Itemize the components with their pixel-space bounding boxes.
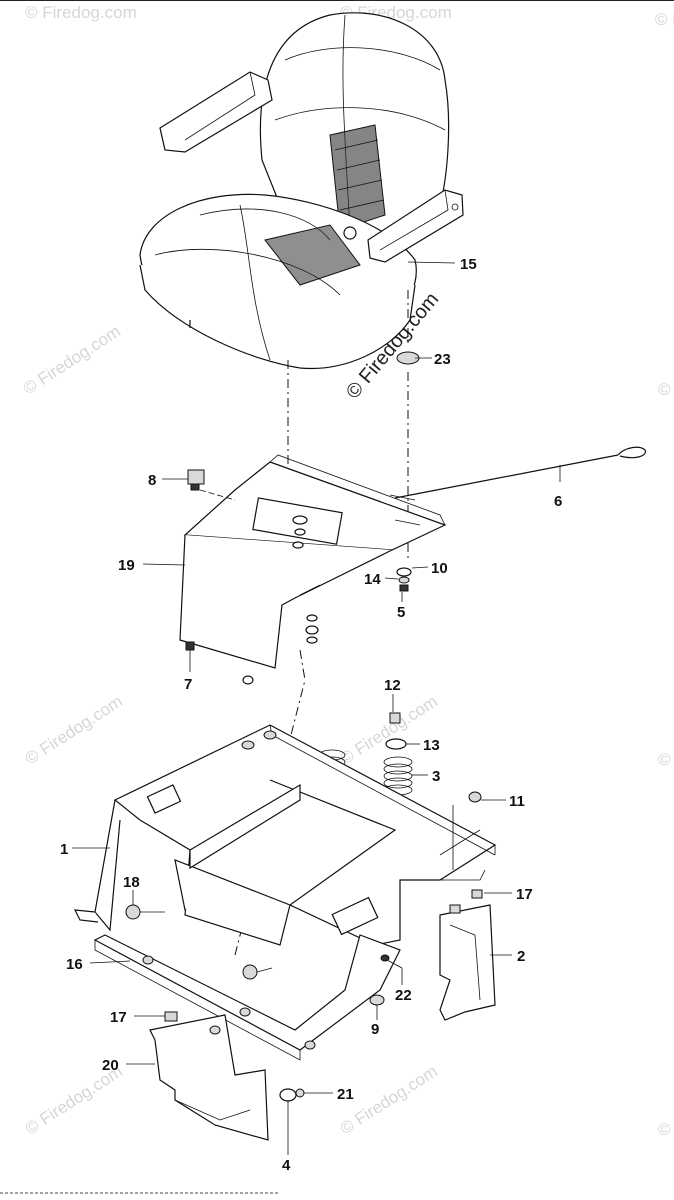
hardware-stack <box>185 567 412 685</box>
callout-10: 10 <box>431 560 448 577</box>
callout-19: 19 <box>118 557 135 574</box>
callout-6: 6 <box>554 493 562 510</box>
watermark: © Firedog.com <box>658 750 674 769</box>
callout-17: 17 <box>516 886 533 903</box>
cable-6 <box>394 446 646 499</box>
callout-1: 1 <box>60 841 68 858</box>
leader-lines <box>72 261 561 1155</box>
watermark: © Firedog.com <box>25 3 137 22</box>
callout-21: 21 <box>337 1086 354 1103</box>
frame-1 <box>73 724 497 946</box>
callouts: 15 23 8 6 19 10 14 5 7 12 13 3 11 1 17 1… <box>60 256 562 1174</box>
callout-11: 11 <box>509 793 525 810</box>
callout-22: 22 <box>395 987 412 1004</box>
callout-9: 9 <box>371 1021 379 1038</box>
watermark: © Firedog.com <box>337 692 441 769</box>
callout-7: 7 <box>184 676 192 693</box>
watermark: © Firedog.com <box>22 692 126 769</box>
callout-2: 2 <box>517 948 525 965</box>
callout-23: 23 <box>434 351 451 368</box>
callout-16: 16 <box>66 956 83 973</box>
knob-18 <box>125 904 273 980</box>
callout-13: 13 <box>423 737 440 754</box>
callout-20: 20 <box>102 1057 119 1074</box>
callout-12: 12 <box>384 677 401 694</box>
switch-8 <box>187 469 236 501</box>
bracket-2 <box>369 889 496 1021</box>
watermark: © Firedog.com <box>655 10 674 29</box>
watermark: © Firedog.com <box>20 322 124 399</box>
callout-8: 8 <box>148 472 156 489</box>
callout-18: 18 <box>123 874 140 891</box>
seat <box>139 12 464 370</box>
seat-plate <box>179 454 447 669</box>
callout-15: 15 <box>460 256 477 273</box>
watermark: © Firedog.com <box>658 380 674 399</box>
callout-3: 3 <box>432 768 440 785</box>
callout-17b: 17 <box>110 1009 127 1026</box>
base-plate-16 <box>93 934 401 1061</box>
callout-14: 14 <box>364 571 381 588</box>
watermark: © Firedog.com <box>658 1120 674 1139</box>
callout-4: 4 <box>282 1157 291 1174</box>
bracket-20 <box>149 1011 305 1150</box>
callout-5: 5 <box>397 604 405 621</box>
